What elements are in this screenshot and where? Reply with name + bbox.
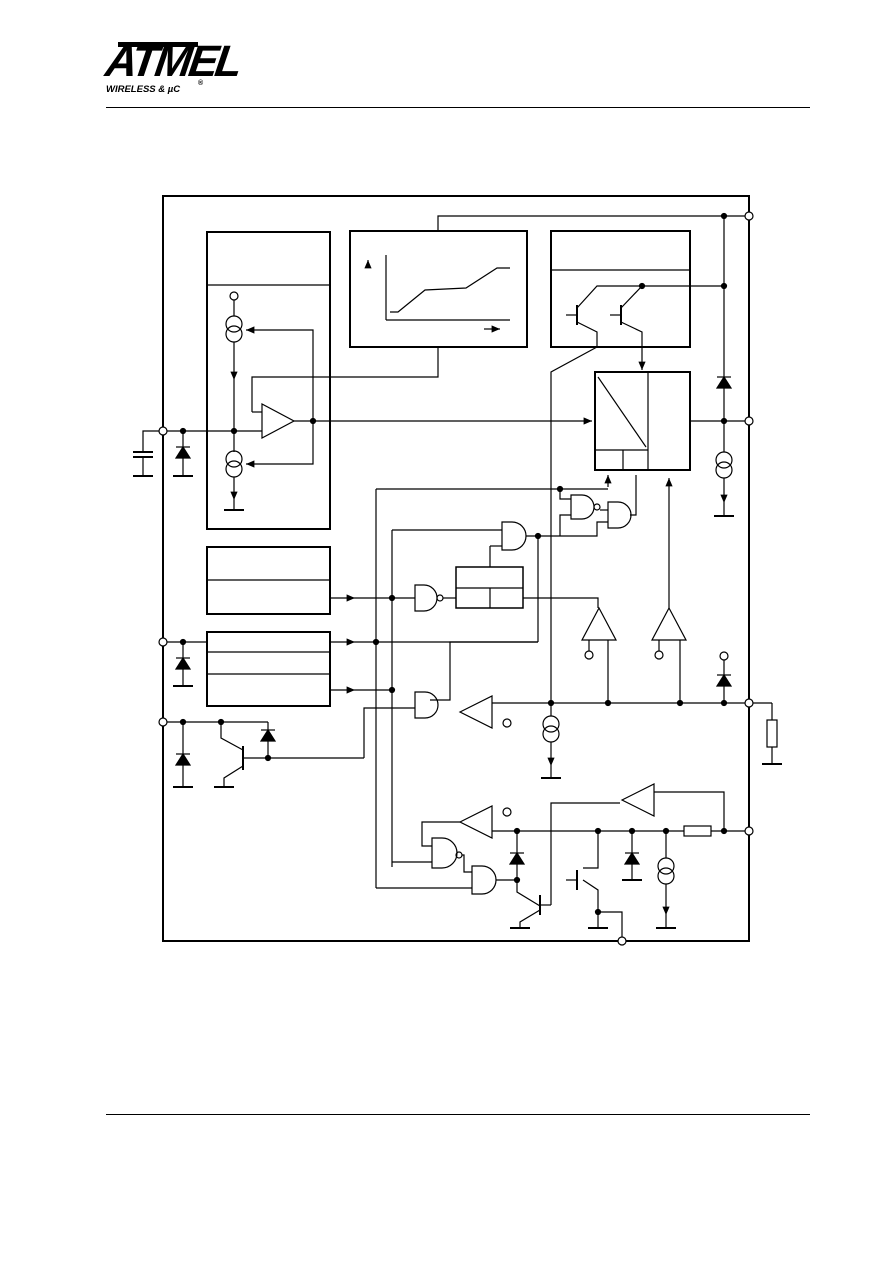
header-rule — [106, 107, 810, 108]
flip-flop — [375, 489, 599, 888]
characteristic-block — [349, 215, 749, 348]
control-logic-block — [313, 211, 754, 700]
output-stage — [376, 783, 754, 946]
footer-rule — [106, 1114, 810, 1115]
current-mirror-block — [550, 230, 728, 370]
logo-tagline: WIRELESS & µC — [106, 84, 181, 95]
logic-gates-upper — [376, 475, 637, 567]
pin-circle — [229, 291, 239, 301]
logo-bar — [118, 42, 198, 47]
logo-registered-mark: ® — [198, 80, 204, 87]
left-input-pin — [133, 426, 234, 477]
left-mid-blocks — [206, 536, 539, 707]
opamp-triangle — [261, 403, 296, 439]
ic-outline — [162, 195, 750, 942]
comparators — [414, 478, 782, 779]
left-pins-lower — [158, 637, 415, 788]
atmel-logo: ATMEL WIRELESS & µC ® — [103, 37, 243, 100]
regulator-block — [206, 231, 439, 530]
